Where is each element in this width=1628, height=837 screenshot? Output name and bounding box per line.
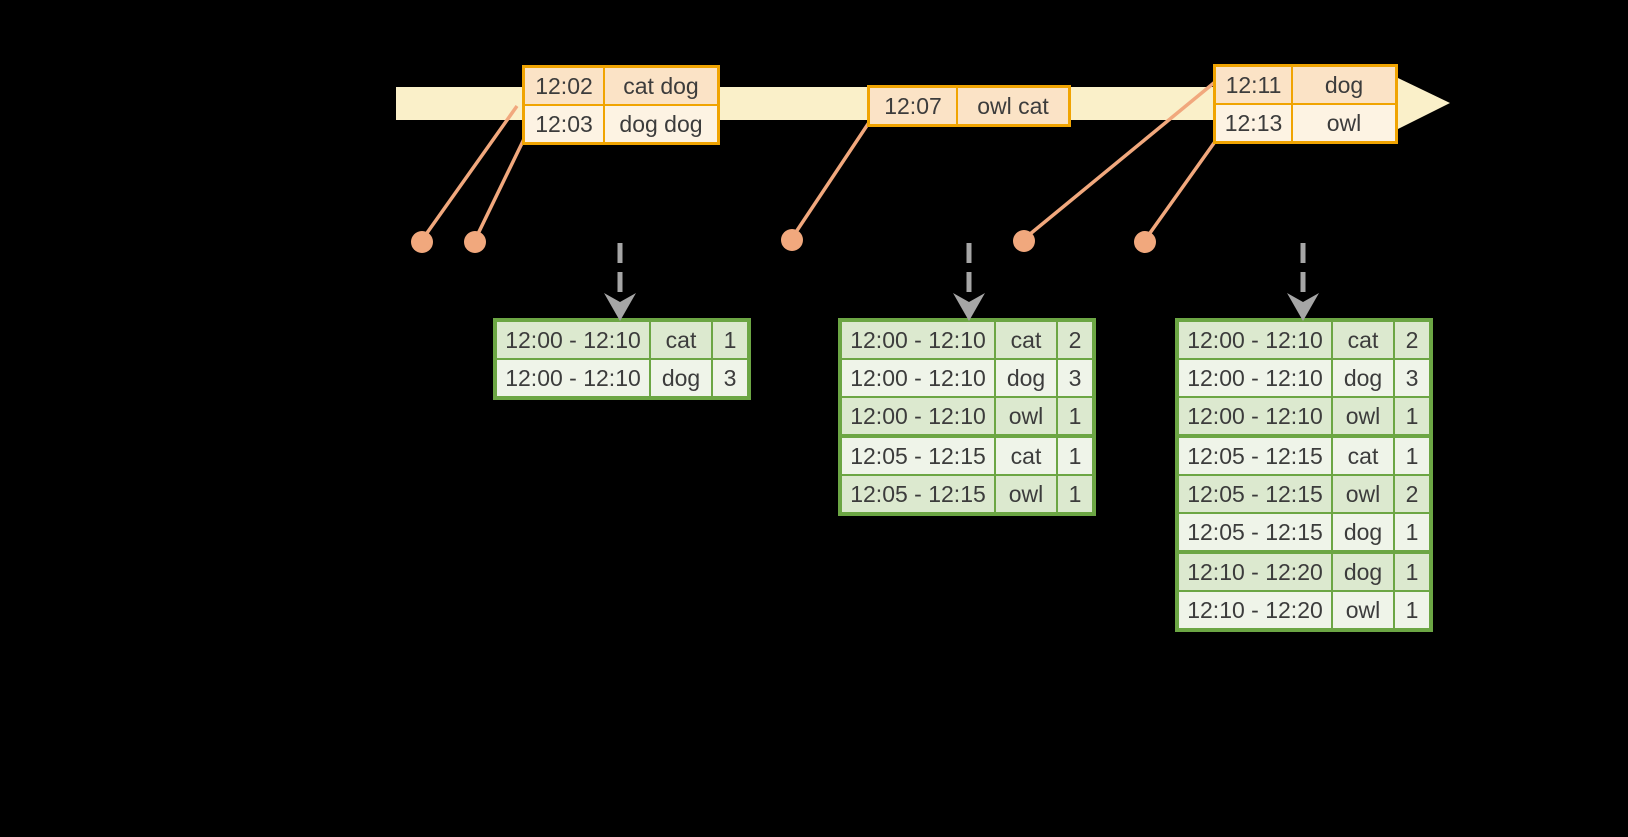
count-cell: 1 [1393, 514, 1429, 550]
result-table-2: 12:00 - 12:10 cat 2 12:00 - 12:10 dog 3 … [838, 318, 1096, 516]
window-cell: 12:00 - 12:10 [842, 322, 994, 358]
words-cell: owl cat [956, 88, 1068, 124]
table-row: 12:00 - 12:10 cat 2 [842, 322, 1092, 358]
window-cell: 12:00 - 12:10 [497, 360, 649, 396]
word-cell: dog [1331, 360, 1393, 396]
word-cell: cat [1331, 322, 1393, 358]
window-cell: 12:00 - 12:10 [842, 360, 994, 396]
event-table-3: 12:11 dog 12:13 owl [1213, 64, 1398, 144]
window-cell: 12:05 - 12:15 [842, 476, 994, 512]
event-dot-4 [1013, 230, 1035, 252]
table-row: 12:13 owl [1216, 103, 1395, 141]
table-row: 12:05 - 12:15 dog 1 [1179, 512, 1429, 550]
table-row: 12:00 - 12:10 dog 3 [1179, 358, 1429, 396]
word-cell: owl [1331, 398, 1393, 434]
word-cell: owl [994, 476, 1056, 512]
table-row: 12:05 - 12:15 owl 2 [1179, 474, 1429, 512]
words-cell: dog dog [603, 106, 717, 142]
window-cell: 12:00 - 12:10 [842, 398, 994, 434]
count-cell: 2 [1393, 322, 1429, 358]
time-cell: 12:07 [870, 88, 956, 124]
time-cell: 12:11 [1216, 67, 1291, 103]
count-cell: 1 [1393, 554, 1429, 590]
window-cell: 12:00 - 12:10 [1179, 360, 1331, 396]
window-cell: 12:05 - 12:15 [1179, 438, 1331, 474]
word-cell: dog [1331, 554, 1393, 590]
word-cell: dog [649, 360, 711, 396]
word-cell: dog [994, 360, 1056, 396]
word-cell: owl [1331, 476, 1393, 512]
event-dot-2 [464, 231, 486, 253]
event-dot-1 [411, 231, 433, 253]
words-cell: dog [1291, 67, 1395, 103]
result-table-3: 12:00 - 12:10 cat 2 12:00 - 12:10 dog 3 … [1175, 318, 1433, 632]
table-row: 12:00 - 12:10 dog 3 [842, 358, 1092, 396]
window-cell: 12:00 - 12:10 [497, 322, 649, 358]
table-row: 12:07 owl cat [870, 88, 1068, 124]
count-cell: 2 [1393, 476, 1429, 512]
table-row: 12:10 - 12:20 dog 1 [1179, 550, 1429, 590]
count-cell: 1 [1393, 592, 1429, 628]
count-cell: 1 [1393, 438, 1429, 474]
window-cell: 12:00 - 12:10 [1179, 398, 1331, 434]
word-cell: cat [994, 322, 1056, 358]
table-row: 12:11 dog [1216, 67, 1395, 103]
timeline-arrowhead-icon [1398, 78, 1450, 129]
count-cell: 3 [1056, 360, 1092, 396]
word-cell: cat [649, 322, 711, 358]
count-cell: 3 [1393, 360, 1429, 396]
table-row: 12:00 - 12:10 cat 1 [497, 322, 747, 358]
count-cell: 1 [1056, 398, 1092, 434]
window-cell: 12:10 - 12:20 [1179, 592, 1331, 628]
connector-line-1 [420, 104, 519, 242]
connector-line-4 [1022, 80, 1217, 241]
table-row: 12:00 - 12:10 owl 1 [842, 396, 1092, 434]
word-cell: cat [994, 438, 1056, 474]
window-cell: 12:05 - 12:15 [1179, 476, 1331, 512]
time-cell: 12:03 [525, 106, 603, 142]
count-cell: 2 [1056, 322, 1092, 358]
table-row: 12:05 - 12:15 cat 1 [842, 434, 1092, 474]
connector-line-3 [790, 120, 872, 239]
result-table-1: 12:00 - 12:10 cat 1 12:00 - 12:10 dog 3 [493, 318, 751, 400]
event-table-1: 12:02 cat dog 12:03 dog dog [522, 65, 720, 145]
words-cell: cat dog [603, 68, 717, 104]
count-cell: 1 [711, 322, 747, 358]
word-cell: dog [1331, 514, 1393, 550]
connector-line-2 [473, 138, 526, 241]
word-cell: owl [994, 398, 1056, 434]
window-cell: 12:10 - 12:20 [1179, 554, 1331, 590]
count-cell: 1 [1056, 476, 1092, 512]
word-cell: owl [1331, 592, 1393, 628]
table-row: 12:02 cat dog [525, 68, 717, 104]
event-dot-3 [781, 229, 803, 251]
time-cell: 12:13 [1216, 105, 1291, 141]
count-cell: 1 [1393, 398, 1429, 434]
event-dot-5 [1134, 231, 1156, 253]
table-row: 12:00 - 12:10 cat 2 [1179, 322, 1429, 358]
table-row: 12:00 - 12:10 owl 1 [1179, 396, 1429, 434]
count-cell: 3 [711, 360, 747, 396]
window-cell: 12:05 - 12:15 [842, 438, 994, 474]
window-cell: 12:05 - 12:15 [1179, 514, 1331, 550]
table-row: 12:00 - 12:10 dog 3 [497, 358, 747, 396]
table-row: 12:10 - 12:20 owl 1 [1179, 590, 1429, 628]
window-cell: 12:00 - 12:10 [1179, 322, 1331, 358]
table-row: 12:05 - 12:15 cat 1 [1179, 434, 1429, 474]
words-cell: owl [1291, 105, 1395, 141]
count-cell: 1 [1056, 438, 1092, 474]
table-row: 12:03 dog dog [525, 104, 717, 142]
table-row: 12:05 - 12:15 owl 1 [842, 474, 1092, 512]
event-table-2: 12:07 owl cat [867, 85, 1071, 127]
time-cell: 12:02 [525, 68, 603, 104]
word-cell: cat [1331, 438, 1393, 474]
connector-line-5 [1143, 134, 1221, 242]
